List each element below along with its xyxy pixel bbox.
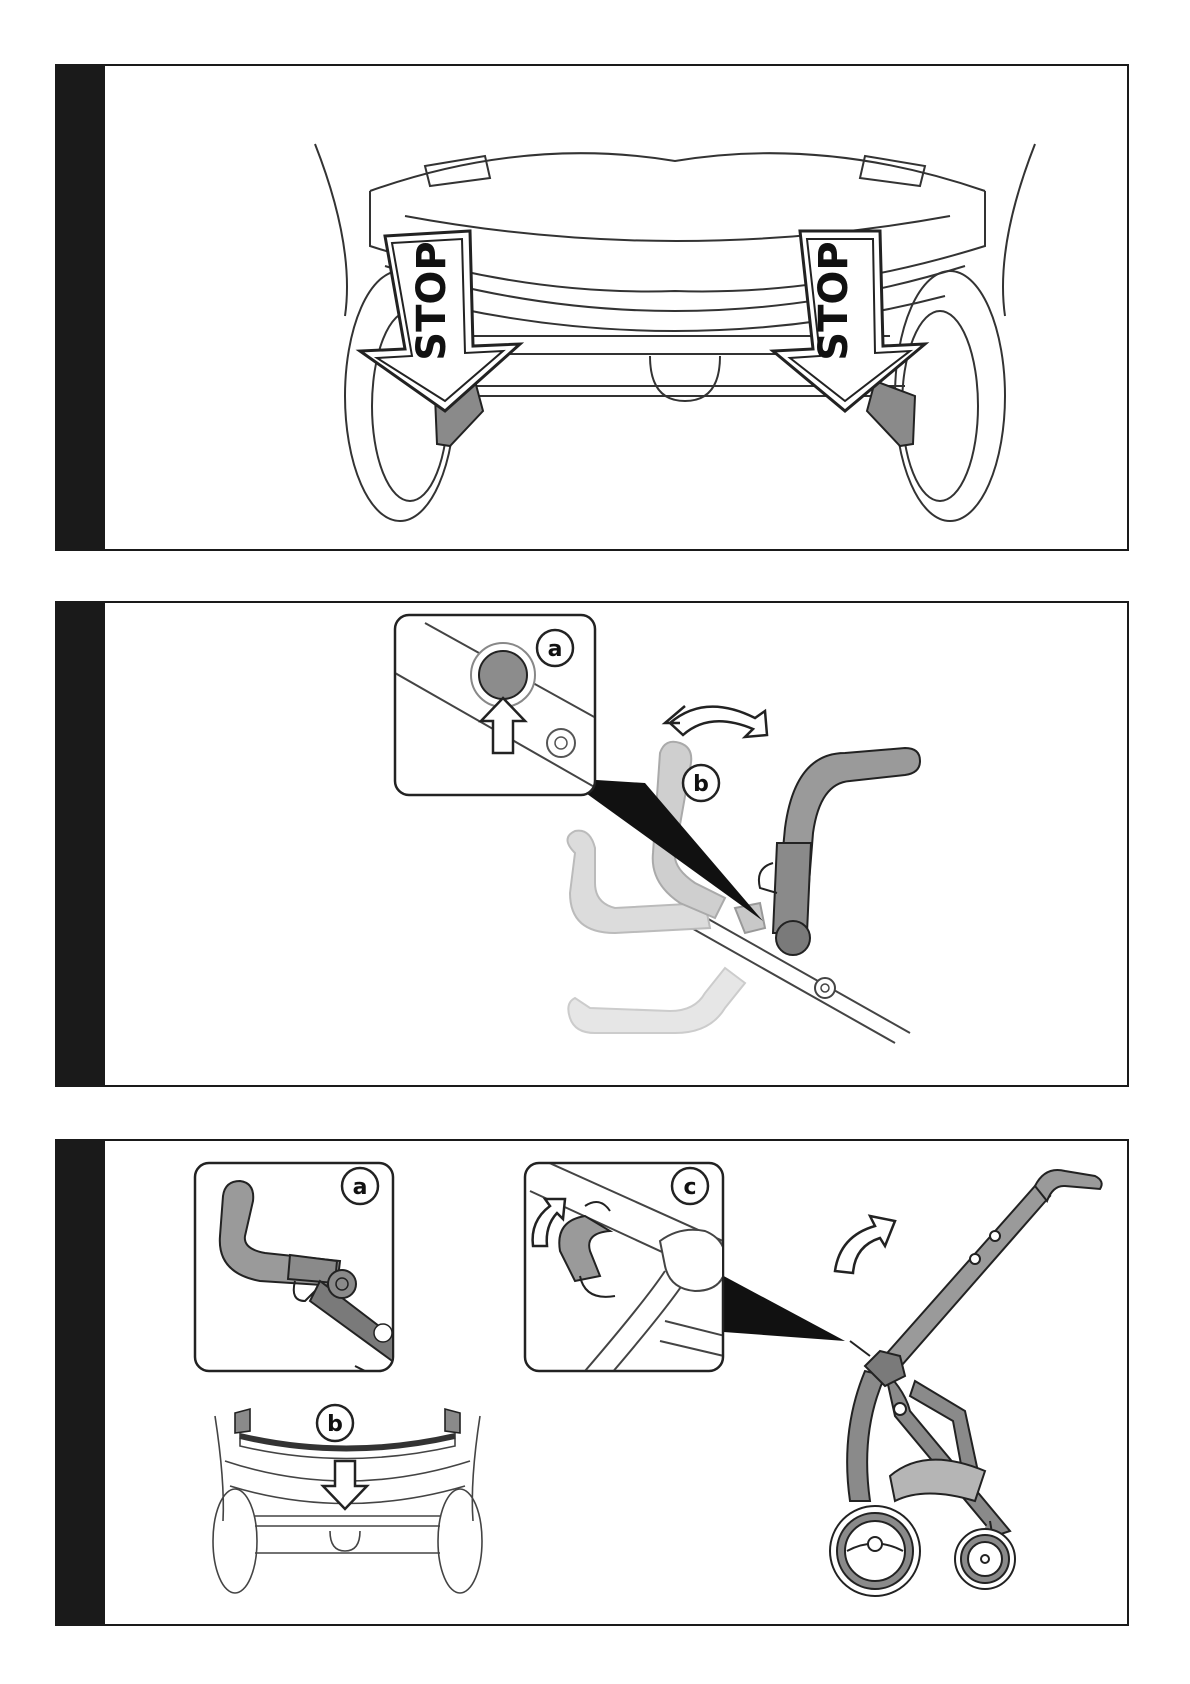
panel-side-bar — [57, 1141, 105, 1624]
stop-label-left: STOP — [409, 241, 455, 360]
callout-a-label: a — [353, 1175, 368, 1200]
right-brake-pedal — [867, 381, 915, 446]
panel-side-bar — [57, 66, 105, 549]
step-panel-handle-adjust: a b — [55, 601, 1129, 1087]
stop-label-right: STOP — [811, 241, 857, 360]
callout-b-label: b — [693, 772, 709, 797]
handle-adjust-illustration: a b — [105, 603, 1127, 1085]
panel-side-bar — [57, 603, 105, 1085]
callout-box-c: c — [525, 1161, 745, 1381]
push-down-arrow-icon — [323, 1461, 367, 1509]
step-panel-fold: a b — [55, 1139, 1129, 1626]
callout-box-a: a — [395, 615, 605, 795]
callout-b-label: b — [327, 1412, 343, 1437]
fold-direction-arrow-icon — [835, 1216, 895, 1273]
pivot-button — [776, 921, 810, 955]
left-stop-arrow-icon: STOP — [360, 231, 520, 411]
brake-illustration: STOP STOP — [105, 66, 1127, 549]
callout-box-a: a — [195, 1163, 405, 1391]
handle-ghost-lower — [568, 968, 745, 1033]
callout-pointer — [705, 1266, 845, 1341]
fold-illustration: a b — [105, 1141, 1127, 1624]
step-panel-brakes: STOP STOP — [55, 64, 1129, 551]
rotate-back-arrow-icon — [670, 707, 767, 737]
callout-c-label: c — [683, 1175, 696, 1200]
callout-a-label: a — [548, 637, 563, 662]
